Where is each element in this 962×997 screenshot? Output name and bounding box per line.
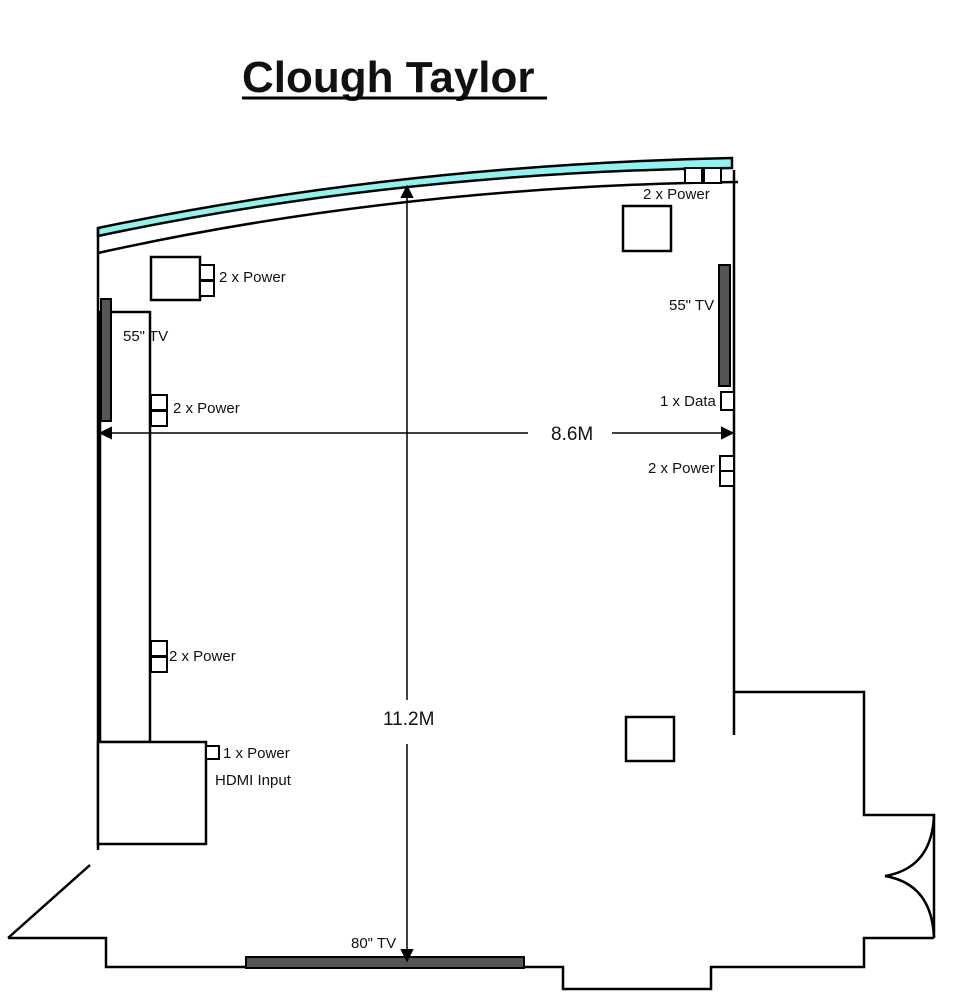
box-bottom-right xyxy=(624,715,676,763)
socket-top-left xyxy=(199,264,215,297)
socket-top-right xyxy=(684,167,722,184)
door-upper-arc xyxy=(884,814,936,878)
socket-left-upper xyxy=(150,394,168,427)
annex-wall xyxy=(734,690,936,938)
box-top-right xyxy=(621,204,673,253)
label-tv-bottom: 80" TV xyxy=(351,935,396,952)
label-tv-left: 55" TV xyxy=(123,328,168,345)
label-power-left-lower: 2 x Power xyxy=(169,648,236,665)
dimension-width: 8.6M xyxy=(551,424,593,445)
box-top-left xyxy=(149,255,202,302)
equipment-cabinet xyxy=(96,740,208,846)
label-tv-right: 55" TV xyxy=(669,297,714,314)
socket-left-lower xyxy=(150,640,168,673)
window-glazing xyxy=(96,156,734,238)
dimension-length: 11.2M xyxy=(383,709,434,730)
label-power-left-upper: 2 x Power xyxy=(173,400,240,417)
plan-title: Clough Taylor xyxy=(242,53,535,102)
label-power-top-left: 2 x Power xyxy=(219,269,286,286)
label-hdmi-input: HDMI Input xyxy=(215,772,292,789)
label-power-right: 2 x Power xyxy=(648,460,715,477)
label-power-cabinet: 1 x Power xyxy=(223,745,290,762)
bottom-wall xyxy=(8,936,934,991)
socket-cabinet xyxy=(205,745,220,760)
label-power-top-right: 2 x Power xyxy=(643,186,710,203)
socket-right-power xyxy=(719,455,735,487)
tv-bottom xyxy=(245,956,525,969)
door-lower-arc xyxy=(884,874,936,939)
tv-left xyxy=(100,298,112,422)
bottom-left-diagonal xyxy=(7,864,91,939)
socket-data-right xyxy=(720,391,735,411)
label-data-right: 1 x Data xyxy=(660,393,717,410)
tv-right xyxy=(718,264,731,387)
inner-curved-wall xyxy=(97,180,739,255)
